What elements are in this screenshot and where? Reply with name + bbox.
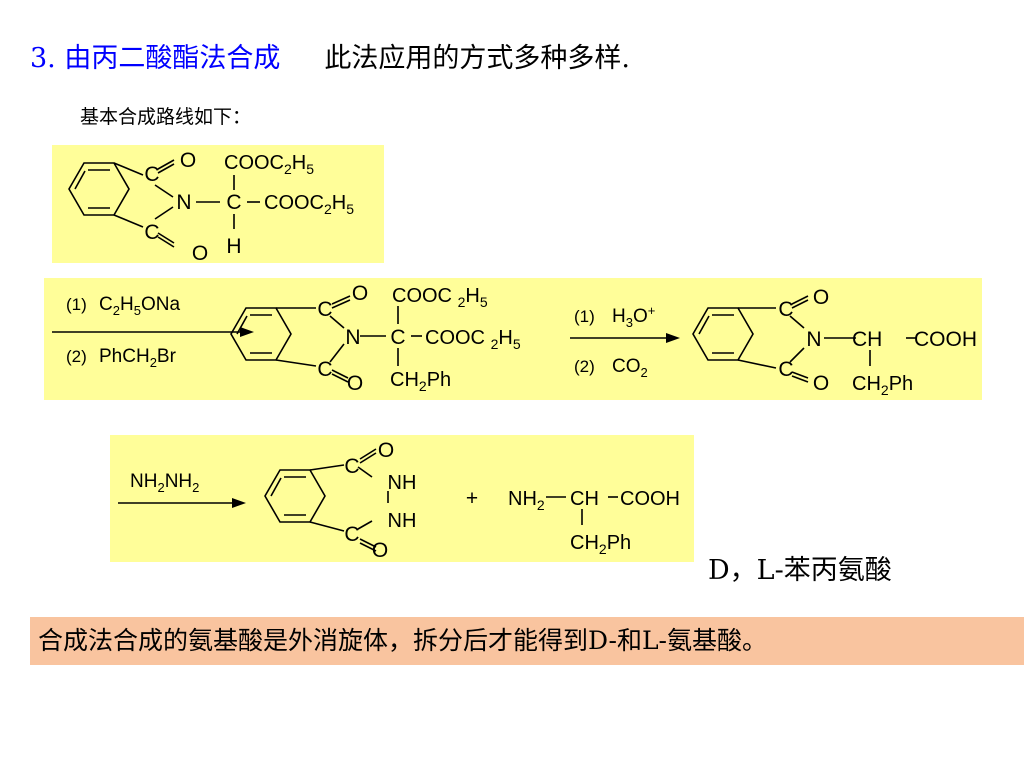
benzene-ring (68, 162, 130, 216)
route-subtitle: 基本合成路线如下： (80, 106, 252, 128)
section-title: 由丙二酸酯法合成 (64, 43, 281, 74)
hydrazide-oxygen-top: O (378, 439, 394, 462)
alkylation-scheme: (1) C2H5ONa (2) PhCH2Br C O (52, 282, 977, 398)
step2-number: (2) (66, 347, 87, 366)
step4-reagent: CO2 (612, 356, 648, 380)
product-label: D，L-苯丙氨酸 (708, 555, 892, 586)
intermediate-side-chain: CH2Ph (390, 369, 451, 394)
intermediate-oxygen-top: O (352, 282, 368, 305)
intermediate-oxygen-bottom: O (347, 372, 363, 395)
step3-number: (1) (574, 307, 595, 326)
section-heading: 3. 由丙二酸酯法合成 此法应用的方式多种多样. (30, 36, 630, 75)
oxygen-top: O (180, 149, 196, 172)
hydrazide-oxygen-bottom: O (372, 539, 388, 562)
intermediate-ester-right: COOC 2H5 (425, 327, 521, 352)
product-side-chain: CH2Ph (852, 373, 913, 398)
nitrogen: N (176, 191, 191, 214)
section-description: 此法应用的方式多种多样. (324, 43, 630, 74)
hydrogen: H (226, 235, 241, 258)
product-carbonyl-c-top: C (778, 298, 793, 321)
hydrazide-nh-top: NH (388, 472, 417, 494)
intermediate-central-carbon: C (390, 326, 405, 349)
oxygen-bottom: O (192, 242, 208, 265)
step3-reagent: H3O+ (612, 303, 655, 330)
panel-starting-material: C O N C O C H COOC2H5 COOC2H5 (52, 145, 384, 265)
ester-top: COOC2H5 (224, 152, 314, 177)
step2-reagent: PhCH2Br (99, 346, 177, 370)
intermediate-carbonyl-c-bottom: C (317, 358, 332, 381)
intermediate-ester-top: COOC 2H5 (392, 285, 488, 310)
intermediate-carbonyl-c-top: C (317, 298, 332, 321)
product-nitrogen: N (806, 328, 821, 351)
amino-cooh: COOH (620, 488, 680, 510)
hydrazine-reagent: NH2NH2 (130, 471, 199, 495)
conclusion-box: 合成法合成的氨基酸是外消旋体，拆分后才能得到D-和L-氨基酸。 (30, 617, 1024, 665)
section-number: 3. (30, 43, 56, 74)
product-oxygen-top: O (813, 286, 829, 309)
starting-material-structure: C O N C O C H COOC2H5 COOC2H5 (68, 149, 354, 265)
step4-number: (2) (574, 357, 595, 376)
plus-sign: + (466, 487, 478, 510)
intermediate-nitrogen: N (345, 326, 360, 349)
ester-right: COOC2H5 (264, 192, 354, 217)
central-carbon: C (226, 191, 241, 214)
product-ch: CH (852, 328, 882, 351)
step1-reagent: C2H5ONa (99, 294, 180, 318)
amino-ch: CH (570, 488, 599, 510)
hydrazinolysis-scheme: NH2NH2 C O NH NH C O + NH2 (118, 439, 680, 562)
step1-number: (1) (66, 295, 87, 314)
hydrazide-carbonyl-c-top: C (344, 455, 359, 478)
product-carbonyl-c-bottom: C (778, 358, 793, 381)
panel-hydrazinolysis: NH2NH2 C O NH NH C O + NH2 (110, 435, 694, 562)
panel-alkylation-hydrolysis: (1) C2H5ONa (2) PhCH2Br C O (44, 278, 982, 400)
hydrazide-nh-bottom: NH (388, 510, 417, 532)
carbonyl-c-top: C (144, 163, 159, 186)
carbonyl-c-bottom: C (144, 221, 159, 244)
hydrazide-carbonyl-c-bottom: C (344, 523, 359, 546)
product-oxygen-bottom: O (813, 372, 829, 395)
amino-side-chain: CH2Ph (570, 532, 631, 557)
product-cooh: COOH (914, 328, 977, 351)
amino-nh2: NH2 (508, 488, 545, 513)
